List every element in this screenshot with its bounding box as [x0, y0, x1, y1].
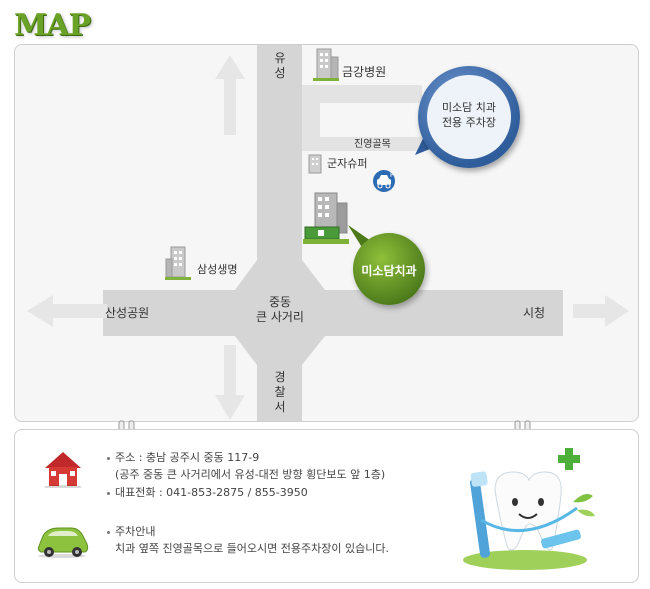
- main-road-vertical: [257, 45, 302, 421]
- parking-car-icon: P: [373, 170, 395, 192]
- arrow-right-icon: [573, 295, 629, 327]
- label-city-hall: 시청: [523, 306, 546, 320]
- svg-text:P: P: [390, 172, 395, 179]
- building-icon: [308, 154, 322, 174]
- clinic-building-icon: [303, 192, 349, 244]
- parking-detail: 치과 옆쪽 진영골목으로 들어오시면 전용주차장이 있습니다.: [115, 542, 389, 555]
- green-cross-icon: [558, 448, 580, 470]
- parking-bubble-text: 미소담 치과 전용 주차장: [441, 101, 497, 129]
- bubble-pointers: [348, 130, 440, 249]
- label-intersection: 중동 큰 사거리: [256, 295, 304, 324]
- building-icon: [165, 246, 191, 280]
- clip-decoration: [513, 417, 533, 432]
- label-police-station: 경찰서: [274, 370, 286, 414]
- arrow-up-icon: [215, 55, 245, 135]
- address-line: 주소 : 충남 공주시 중동 117-9: [115, 451, 260, 464]
- building-icon: [313, 48, 339, 81]
- label-geumgang-hospital: 금강병원: [342, 65, 387, 79]
- address-detail: (공주 중동 큰 사거리에서 유성-대전 방향 횡단보도 앞 1층): [115, 468, 386, 481]
- phone-line: 대표전화 : 041-853-2875 / 855-3950: [115, 486, 308, 499]
- intersection-shape: [235, 260, 325, 365]
- label-gunja-super: 군자슈퍼: [327, 157, 368, 170]
- house-icon: [44, 452, 82, 488]
- label-yuseong: 유성: [274, 51, 286, 80]
- clinic-bubble: 미소담치과: [353, 233, 425, 305]
- label-samsung-life: 삼성생명: [197, 263, 238, 276]
- map-panel: 미소담 치과 전용 주차장 P 미소담치과 유성 금강병원 진영골목 군자슈퍼 …: [14, 44, 639, 422]
- clinic-bubble-text: 미소담치과: [361, 264, 417, 278]
- side-road-top: [302, 85, 422, 103]
- label-sanseong-park: 산성공원: [105, 306, 150, 320]
- parking-bubble: 미소담 치과 전용 주차장: [418, 66, 520, 168]
- main-road-horizontal: [103, 290, 563, 336]
- side-road-connector: [302, 103, 320, 151]
- jinyeong-alley-road: [302, 137, 422, 151]
- clip-decoration: [117, 417, 137, 432]
- parking-title: 주차안내: [115, 525, 156, 538]
- car-icon: [37, 527, 89, 558]
- arrow-down-icon: [215, 345, 245, 420]
- info-panel: 주소 : 충남 공주시 중동 117-9 (공주 중동 큰 사거리에서 유성-대…: [14, 429, 639, 583]
- label-jinyeong-alley: 진영골목: [354, 139, 391, 150]
- map-logo: MAP: [14, 8, 91, 43]
- arrow-left-icon: [27, 295, 107, 327]
- tooth-character-icon: [463, 471, 595, 570]
